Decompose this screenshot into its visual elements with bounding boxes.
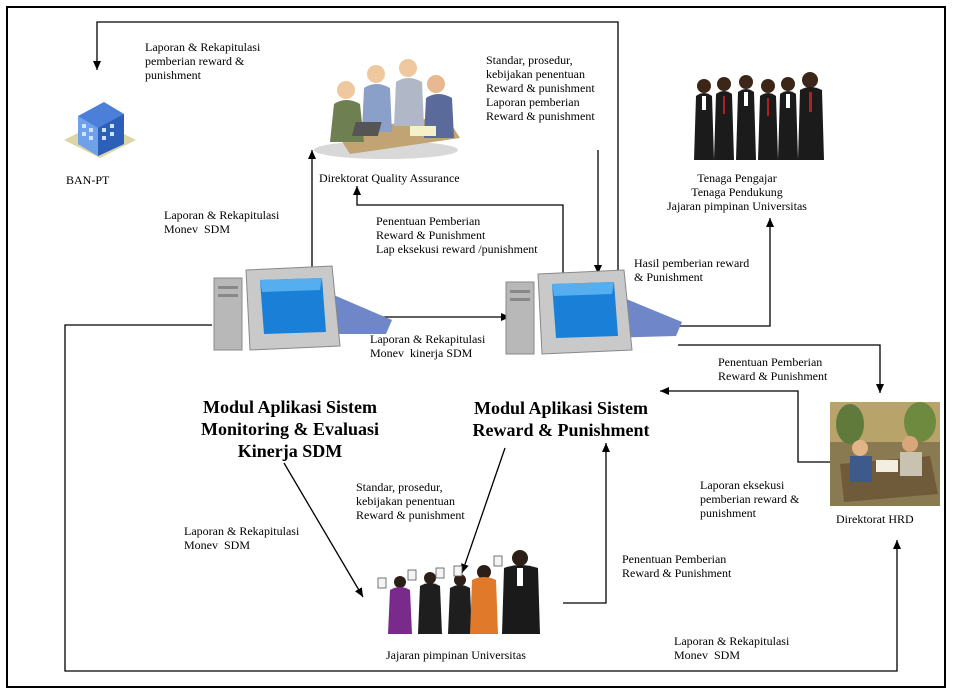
- label-monev-to-hrd: Laporan & Rekapitulasi Monev SDM: [674, 634, 790, 662]
- monev-module-title: Modul Aplikasi Sistem Monitoring & Evalu…: [200, 397, 379, 461]
- label-reward-to-hrd: Penentuan Pemberian Reward & Punishment: [718, 355, 828, 383]
- hrd-caption: Direktorat HRD: [836, 512, 914, 526]
- team-meeting-icon: [314, 59, 460, 159]
- label-hrd-to-reward: Laporan eksekusi pemberian reward & puni…: [700, 478, 800, 520]
- arrow-reward-to-banpt: [93, 21, 619, 288]
- label-monev-to-reward: Laporan & Rekapitulasi Monev kinerja SDM: [370, 332, 486, 360]
- monev-computer-icon: [213, 265, 392, 351]
- label-reward-to-staff: Hasil pemberian reward & Punishment: [634, 256, 750, 284]
- label-to-banpt: Laporan & Rekapitulasi pemberian reward …: [145, 40, 261, 82]
- label-reward-to-qa: Penentuan Pemberian Reward & Punishment …: [376, 214, 538, 256]
- diagram-frame: [6, 6, 946, 688]
- label-monev-to-leaders: Laporan & Rekapitulasi Monev SDM: [184, 524, 300, 552]
- reward-module-title: Modul Aplikasi Sistem Reward & Punishmen…: [472, 398, 650, 440]
- arrow-reward-to-hrd: [678, 344, 884, 393]
- building-icon: [64, 102, 136, 158]
- qa-caption: Direktorat Quality Assurance: [319, 171, 460, 185]
- hrd-meeting-icon: [830, 402, 940, 506]
- leaders-caption: Jajaran pimpinan Universitas: [386, 648, 526, 662]
- label-qa-to-reward: Standar, prosedur, kebijakan penentuan R…: [486, 53, 595, 123]
- arrow-hrd-to-reward: [660, 387, 830, 463]
- label-monev-to-qa: Laporan & Rekapitulasi Monev SDM: [164, 208, 280, 236]
- staff-group-icon: [694, 72, 824, 160]
- arrow-leaders-to-reward: [563, 443, 610, 604]
- arrow-monev-to-hrd: [64, 324, 901, 672]
- reward-computer-icon: [505, 269, 682, 355]
- label-leaders-to-reward: Penentuan Pemberian Reward & Punishment: [622, 552, 732, 580]
- staff-caption: Tenaga Pengajar Tenaga Pendukung Jajaran…: [667, 171, 807, 213]
- arrow-reward-to-staff: [678, 218, 774, 327]
- label-reward-to-leaders: Standar, prosedur, kebijakan penentuan R…: [356, 480, 465, 522]
- arrow-monev-to-leaders: [283, 462, 364, 598]
- leaders-group-icon: [377, 550, 540, 634]
- arrow-reward-to-leaders: [461, 447, 506, 574]
- banpt-caption: BAN-PT: [66, 173, 110, 187]
- arrow-reward-to-qa: [353, 186, 564, 274]
